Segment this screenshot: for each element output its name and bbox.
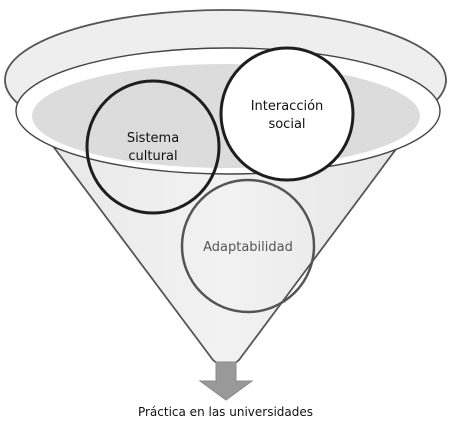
circle-sistema-cultural: Sistema cultural [85,79,221,215]
circle-interaccion-social: Interacción social [219,46,355,182]
down-arrow-icon [198,361,254,401]
circle-label-line: Sistema [127,131,179,146]
circle-adaptabilidad: Adaptabilidad [180,178,316,314]
circle-label-line: cultural [128,149,177,164]
circle-label-line: Interacción [251,99,324,114]
output-caption: Práctica en las universidades [137,405,314,419]
circle-label-line: Adaptabilidad [203,240,293,255]
circle-label-line: social [268,117,305,132]
